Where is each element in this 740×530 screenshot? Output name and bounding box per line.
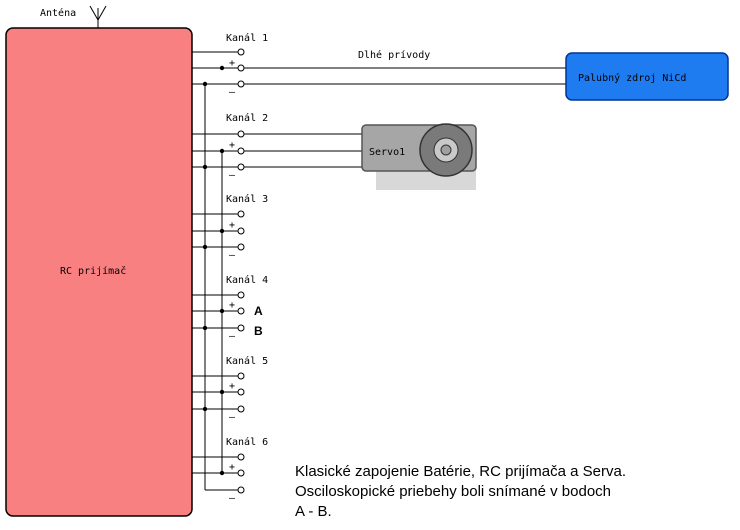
long-leads-label: Dlhé prívody (358, 49, 430, 61)
minus-sign: – (229, 170, 236, 181)
channel-6-group: Kanál 6 + – (192, 436, 268, 504)
terminal (237, 130, 245, 138)
channel-4-group: Kanál 4 + – A B (192, 274, 268, 342)
plus-sign: + (229, 462, 235, 473)
caption-line-3: A - B. (295, 503, 332, 520)
servo-mount (376, 170, 476, 190)
point-a-label: A (254, 304, 263, 318)
terminal (237, 163, 245, 171)
channel-1-group: Kanál 1 + – (192, 32, 268, 98)
plus-sign: + (229, 58, 235, 69)
plus-sign: + (229, 140, 235, 151)
antenna (89, 5, 107, 28)
receiver-box (5, 27, 193, 517)
caption-line-1: Klasické zapojenie Batérie, RC prijímača… (295, 463, 626, 480)
plus-sign: + (229, 300, 235, 311)
terminal (237, 324, 245, 332)
terminal (237, 453, 245, 461)
channel-label: Kanál 1 (226, 32, 268, 44)
terminal (237, 48, 245, 56)
channel-label: Kanál 6 (226, 436, 268, 448)
channel-2-group: Kanál 2 + – (192, 112, 268, 181)
caption: Klasické zapojenie Batérie, RC prijímača… (295, 463, 626, 520)
channel-5-group: Kanál 5 + – (192, 355, 268, 423)
servo-shaft (440, 144, 452, 156)
terminal (237, 291, 245, 299)
terminal (237, 210, 245, 218)
plus-sign: + (229, 220, 235, 231)
minus-sign: – (229, 250, 236, 261)
terminal (237, 388, 245, 396)
terminal (237, 469, 245, 477)
receiver-label: RC prijímač (60, 265, 126, 277)
terminal (237, 243, 245, 251)
channel-label: Kanál 5 (226, 355, 268, 367)
channel-label: Kanál 4 (226, 274, 268, 286)
channel-label: Kanál 3 (226, 193, 268, 205)
terminal (237, 486, 245, 494)
caption-line-2: Osciloskopické priebehy boli snímané v b… (295, 483, 611, 500)
minus-sign: – (229, 412, 236, 423)
battery-box (565, 52, 729, 101)
terminal (237, 147, 245, 155)
servo-label: Servo1 (369, 147, 405, 158)
point-b-label: B (254, 324, 263, 338)
servo (361, 123, 477, 190)
minus-sign: – (229, 493, 236, 504)
plus-sign: + (229, 381, 235, 392)
channel-3-group: Kanál 3 + – (192, 193, 268, 261)
terminal (237, 80, 245, 88)
minus-sign: – (229, 331, 236, 342)
channel-label: Kanál 2 (226, 112, 268, 124)
terminal (237, 307, 245, 315)
terminal (237, 64, 245, 72)
antenna-label: Anténa (40, 7, 76, 19)
terminal (237, 372, 245, 380)
terminal (237, 227, 245, 235)
terminal (237, 405, 245, 413)
battery-label: Palubný zdroj NiCd (578, 72, 686, 84)
minus-sign: – (229, 87, 236, 98)
